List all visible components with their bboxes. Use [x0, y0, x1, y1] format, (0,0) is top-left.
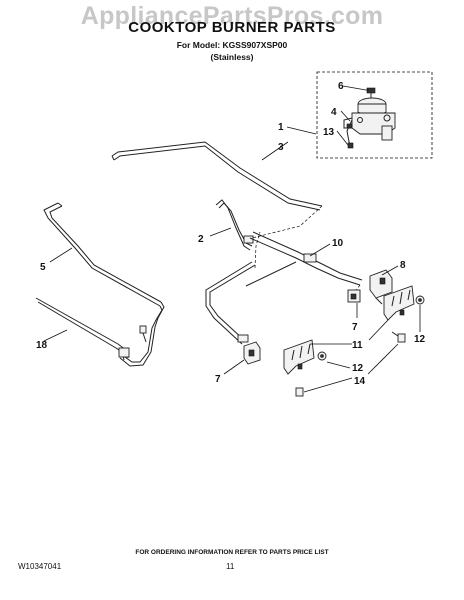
callout-12-left: 12: [352, 363, 364, 374]
igniter-7-left: [243, 341, 261, 365]
callout-6: 6: [338, 81, 344, 92]
callout-8: 8: [400, 260, 406, 271]
model-label: For Model: KGSS907XSP00: [176, 40, 288, 50]
bracket-11-right: [383, 285, 415, 321]
watermark-text: AppliancePartsPros.com: [80, 2, 384, 30]
burner-tube-5: [43, 202, 165, 367]
igniter-7-right: [347, 289, 361, 303]
burner-tube-3: [111, 141, 323, 211]
screw-14-right: [391, 331, 406, 343]
callout-11: 11: [352, 340, 363, 351]
igniter-8: [369, 269, 393, 305]
callout-18: 18: [36, 340, 48, 351]
callout-14: 14: [354, 376, 366, 387]
callout-12-right: 12: [414, 334, 426, 345]
callout-3: 3: [278, 142, 284, 153]
burner-tube-18: [35, 297, 147, 361]
finish-label: (Stainless): [210, 52, 254, 62]
screw-12-left: [317, 351, 327, 361]
page-number: 11: [226, 562, 235, 571]
bracket-11-left: [283, 339, 315, 375]
burner-tube-2: [215, 199, 254, 251]
callout-2: 2: [198, 234, 204, 245]
callout-5: 5: [40, 262, 46, 273]
callout-7-left: 7: [215, 374, 221, 385]
ordering-note: FOR ORDERING INFORMATION REFER TO PARTS …: [135, 549, 329, 556]
callout-1: 1: [278, 122, 284, 133]
page-title: COOKTOP BURNER PARTS: [128, 19, 336, 36]
document-number: W10347041: [18, 562, 62, 571]
screw-14-left: [295, 387, 304, 397]
manifold-tube-10: [205, 231, 363, 345]
valve-assembly: [343, 87, 396, 149]
callout-7-right: 7: [352, 322, 358, 333]
screw-12-right: [415, 295, 425, 305]
callout-13: 13: [323, 127, 335, 138]
inset-box: [316, 71, 433, 159]
callout-4: 4: [331, 107, 337, 118]
callout-10: 10: [332, 238, 344, 249]
